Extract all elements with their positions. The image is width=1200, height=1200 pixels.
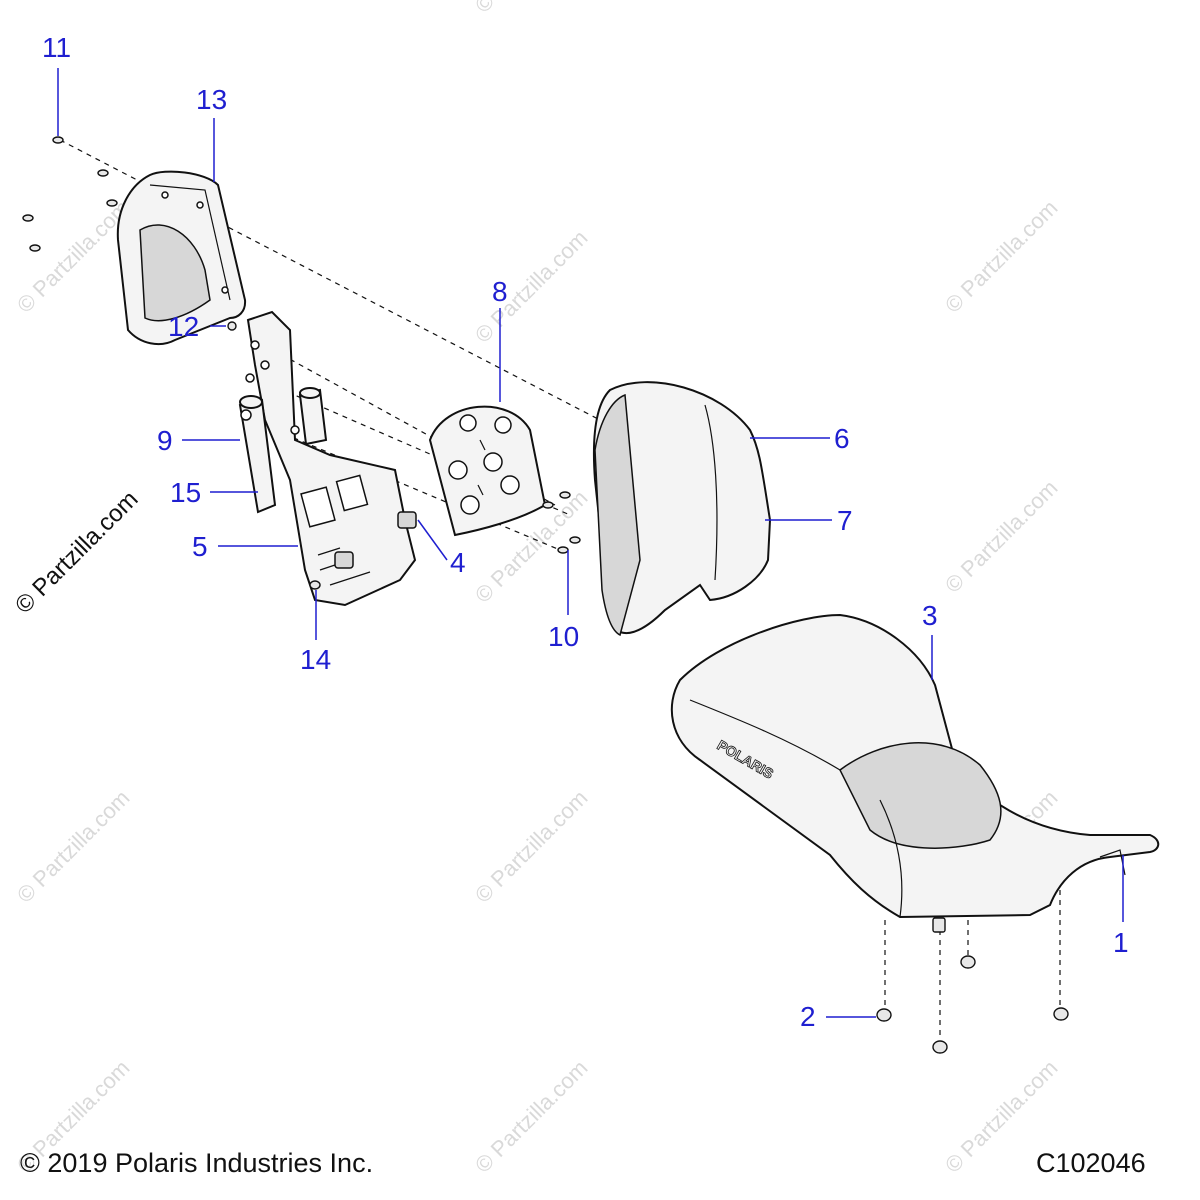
diagram-code: C102046 <box>1036 1148 1146 1178</box>
callout-7: 7 <box>837 505 853 536</box>
callout-14: 14 <box>300 644 332 675</box>
fastener-14 <box>309 580 321 590</box>
mounting-bracket <box>245 310 417 607</box>
callout-10: 10 <box>548 621 580 652</box>
clips <box>334 511 417 569</box>
callout-9: 9 <box>157 425 173 456</box>
alignment-line <box>254 339 556 506</box>
backrest-pad <box>592 381 772 637</box>
callout-2: 2 <box>800 1001 816 1032</box>
callout-3: 3 <box>922 600 938 631</box>
callout-13: 13 <box>196 84 228 115</box>
callout-8: 8 <box>492 276 508 307</box>
alignment-line <box>274 429 561 551</box>
callout-6: 6 <box>834 423 850 454</box>
seat <box>670 613 1160 919</box>
screws <box>22 136 237 331</box>
callout-15: 15 <box>170 477 202 508</box>
callout-1: 1 <box>1113 927 1129 958</box>
backrest-plate <box>428 405 547 537</box>
nuts <box>876 917 1069 1054</box>
copyright-notice: © 2019 Polaris Industries Inc. <box>20 1148 374 1178</box>
callout-4: 4 <box>450 547 466 578</box>
callout-5: 5 <box>192 531 208 562</box>
callout-12: 12 <box>168 311 200 342</box>
tube-spacers <box>238 387 328 514</box>
leader-lines <box>57 68 1124 1018</box>
screws-10 <box>542 491 581 554</box>
backrest-back-cover <box>116 170 247 346</box>
callout-11: 11 <box>42 32 72 63</box>
